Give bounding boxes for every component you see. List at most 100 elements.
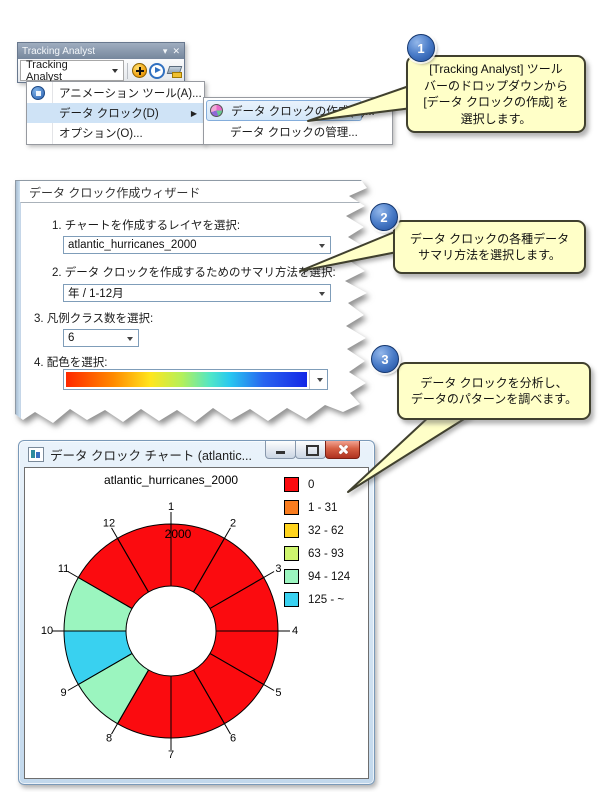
legend-swatch xyxy=(284,500,299,515)
maximize-button[interactable] xyxy=(295,441,326,459)
data-clock-wizard-dialog: データ クロック作成ウィザード 1. チャートを作成するレイヤを選択: atla… xyxy=(15,180,370,432)
window-controls xyxy=(265,441,360,459)
create-data-clock-icon xyxy=(210,104,223,117)
step-badge-3: 3 xyxy=(371,345,399,373)
chart-window-titlebar[interactable]: データ クロック チャート (atlantic... xyxy=(28,446,262,463)
dialog-title: データ クロック作成ウィザード xyxy=(29,186,201,200)
field-label-classes: 3. 凡例クラス数を選択: xyxy=(34,313,154,325)
legend-label: 94 - 124 xyxy=(308,570,351,583)
tracking-analyst-toolbar-window: Tracking Analyst ▾ ✕ Tracking Analyst xyxy=(17,42,185,83)
field-label-color-scheme: 4. 配色を選択: xyxy=(34,357,108,369)
data-clock-submenu: データ クロックの作成(C)... データ クロックの管理... xyxy=(203,97,393,145)
step-badge-1: 1 xyxy=(407,34,435,62)
legend-item: 63 - 93 xyxy=(284,546,350,561)
legend-label: 1 - 31 xyxy=(308,501,338,514)
field-label-layer: 1. チャートを作成するレイヤを選択: xyxy=(52,220,241,232)
dropdown-label: Tracking Analyst xyxy=(26,58,68,83)
chart-window-title: データ クロック チャート (atlantic... xyxy=(50,449,252,463)
menu-item-label: アニメーション ツール(A)... xyxy=(59,88,202,100)
svg-text:7: 7 xyxy=(168,749,174,761)
combobox-value: 6 xyxy=(68,332,75,344)
legend-swatch xyxy=(284,477,299,492)
submenu-arrow-icon: ▶ xyxy=(190,108,197,118)
svg-text:9: 9 xyxy=(61,687,67,699)
legend-swatch xyxy=(284,546,299,561)
legend-swatch xyxy=(284,523,299,538)
submenu-item-label: データ クロックの作成(C)... xyxy=(231,105,375,118)
add-data-icon xyxy=(132,63,148,78)
summary-method-combobox[interactable]: 年 / 1-12月 xyxy=(63,284,331,302)
combobox-value: 年 / 1-12月 xyxy=(68,288,124,300)
legend-item: 94 - 124 xyxy=(284,569,350,584)
svg-text:1: 1 xyxy=(168,501,174,513)
field-label-summary: 2. データ クロックを作成するためのサマリ方法を選択: xyxy=(52,267,336,279)
animation-playback-button[interactable] xyxy=(148,62,165,80)
menu-item-data-clock[interactable]: データ クロック(D) ▶ xyxy=(27,103,204,123)
submenu-item-create-data-clock[interactable]: データ クロックの作成(C)... xyxy=(206,100,375,121)
menu-item-label: データ クロック(D) xyxy=(59,108,159,120)
color-ramp-arrow[interactable] xyxy=(309,370,327,389)
legend-item: 125 - ~ xyxy=(284,592,350,607)
purge-events-button[interactable] xyxy=(165,62,182,80)
svg-text:2000: 2000 xyxy=(165,527,192,541)
chart-window-icon xyxy=(28,447,44,462)
callout-3-bubble: データ クロックを分析し、 データのパターンを調べます。 xyxy=(397,362,591,420)
toolbar-separator xyxy=(127,62,129,79)
step-badge-2: 2 xyxy=(370,203,398,231)
legend-label: 0 xyxy=(308,478,315,491)
menu-item-animation-tools[interactable]: アニメーション ツール(A)... xyxy=(27,83,204,103)
tracking-analyst-dropdown-button[interactable]: Tracking Analyst xyxy=(20,58,125,83)
legend-item: 1 - 31 xyxy=(284,500,350,515)
layer-combobox[interactable]: atlantic_hurricanes_2000 xyxy=(63,236,331,254)
color-ramp-combobox[interactable] xyxy=(63,369,328,390)
menu-item-options[interactable]: オプション(O)... xyxy=(27,123,204,143)
toolbar-menu: アニメーション ツール(A)... データ クロック(D) ▶ オプション(O)… xyxy=(26,81,205,145)
add-temporal-data-button[interactable] xyxy=(131,62,148,80)
legend-label: 125 - ~ xyxy=(308,593,345,606)
svg-text:10: 10 xyxy=(41,625,53,637)
purge-icon xyxy=(167,64,182,78)
svg-text:11: 11 xyxy=(58,563,69,575)
dialog-left-frame xyxy=(16,181,20,423)
legend-classes-combobox[interactable]: 6 xyxy=(63,329,139,347)
color-ramp-gradient xyxy=(66,372,307,387)
submenu-item-label: データ クロックの管理... xyxy=(230,126,358,139)
svg-text:2: 2 xyxy=(230,518,236,530)
svg-text:12: 12 xyxy=(103,518,115,530)
chart-legend: 0 1 - 31 32 - 62 63 - 93 94 - 124 xyxy=(284,477,350,615)
dialog-body xyxy=(20,202,362,423)
legend-swatch xyxy=(284,592,299,607)
animation-tools-icon xyxy=(31,86,45,100)
combobox-value: atlantic_hurricanes_2000 xyxy=(68,239,197,251)
legend-item: 0 xyxy=(284,477,350,492)
callout-1-bubble: [Tracking Analyst] ツール バーのドロップダウンから [データ… xyxy=(406,55,586,133)
svg-text:6: 6 xyxy=(230,732,236,744)
callout-2-bubble: データ クロックの各種データ サマリ方法を選択します。 xyxy=(393,220,586,274)
legend-item: 32 - 62 xyxy=(284,523,350,538)
svg-text:4: 4 xyxy=(292,625,298,637)
svg-text:atlantic_hurricanes_2000: atlantic_hurricanes_2000 xyxy=(104,473,238,487)
close-button[interactable] xyxy=(325,441,360,459)
chevron-down-icon xyxy=(112,68,119,73)
minimize-button[interactable] xyxy=(265,441,296,459)
legend-swatch xyxy=(284,569,299,584)
toolbar-button-row: Tracking Analyst xyxy=(18,58,184,83)
legend-label: 63 - 93 xyxy=(308,547,344,560)
callout-3-text: データ クロックを分析し、 データのパターンを調べます。 xyxy=(410,375,578,407)
toolbar-options-arrow-icon[interactable]: ▾ xyxy=(162,45,168,56)
svg-text:5: 5 xyxy=(275,687,281,699)
callout-2-text: データ クロックの各種データ サマリ方法を選択します。 xyxy=(409,231,570,263)
callout-1-text: [Tracking Analyst] ツール バーのドロップダウンから [データ… xyxy=(423,62,569,126)
svg-text:3: 3 xyxy=(275,563,281,575)
play-icon xyxy=(148,62,165,79)
svg-text:8: 8 xyxy=(106,732,112,744)
menu-item-label: オプション(O)... xyxy=(59,128,143,140)
legend-label: 32 - 62 xyxy=(308,524,344,537)
submenu-item-manage-data-clock[interactable]: データ クロックの管理... xyxy=(206,121,390,142)
toolbar-titlebar[interactable]: Tracking Analyst ▾ ✕ xyxy=(18,43,184,59)
toolbar-close-icon[interactable]: ✕ xyxy=(172,45,180,56)
toolbar-title: Tracking Analyst xyxy=(22,45,95,57)
